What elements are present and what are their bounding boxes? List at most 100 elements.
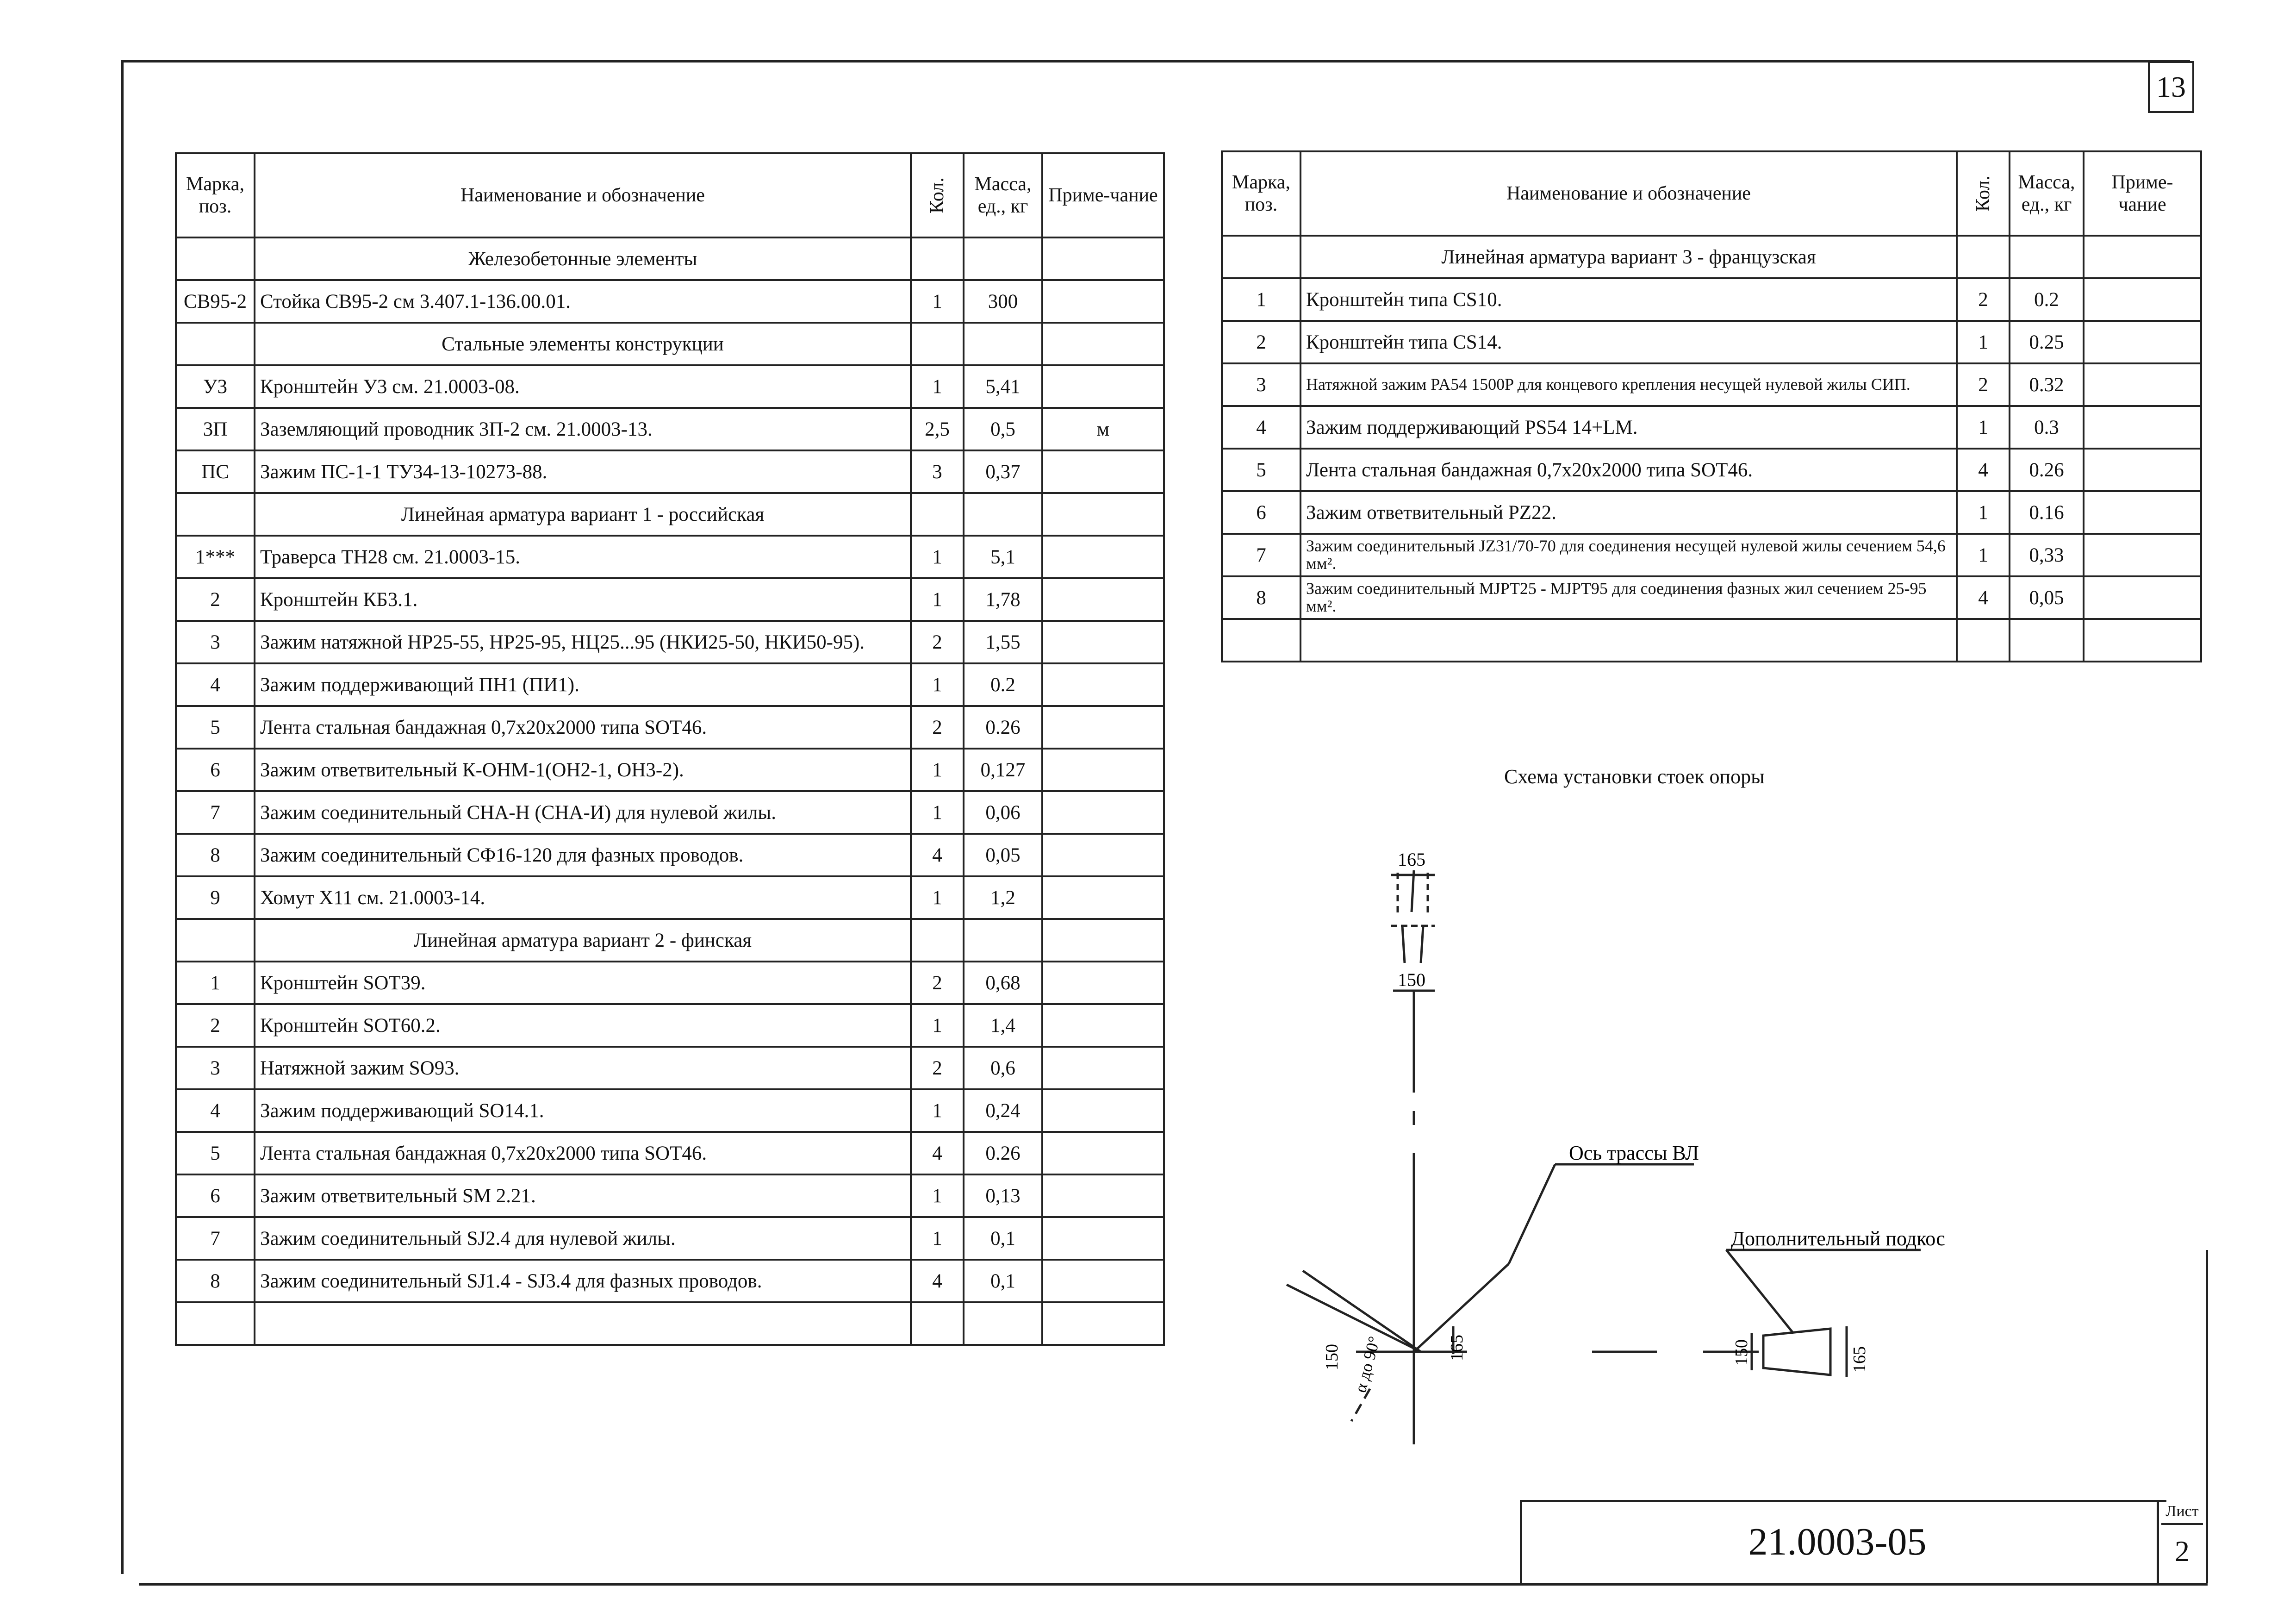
cell-note (1041, 535, 1165, 579)
cell-qty (910, 237, 964, 281)
spec-table-right: Марка, поз. Наименование и обозначение К… (1221, 150, 2202, 662)
cell-qty: 4 (910, 1259, 964, 1303)
cell-name: Натяжной зажим PA54 1500P для концевого … (1300, 362, 1958, 407)
cell-mass: 0.3 (2009, 405, 2084, 450)
pole-plan-bottom-l (1401, 925, 1406, 963)
cell-name: Траверса ТН28 см. 21.0003-15. (254, 535, 912, 579)
cell-mass: 1,4 (963, 1003, 1043, 1048)
header-qty: Кол. (910, 152, 964, 238)
cell-note (2083, 448, 2202, 492)
cell-note (1041, 705, 1165, 750)
cell-note (1041, 1216, 1165, 1261)
cell-mass: 0,127 (963, 748, 1043, 792)
cell-name: Кронштейн типа CS14. (1300, 320, 1958, 364)
section-row: Линейная арматура вариант 1 - российская (175, 492, 1165, 537)
cell-mark: 5 (175, 1131, 255, 1175)
sheet-page-number: 2 (2175, 1535, 2190, 1568)
header-mass: Масса, ед., кг (963, 152, 1043, 238)
cell-qty: 4 (1956, 575, 2010, 620)
cell-mark: 3П (175, 407, 255, 451)
cell-mark: СВ95-2 (175, 279, 255, 324)
cell-qty: 3 (910, 450, 964, 494)
cell-mass: 0,06 (963, 790, 1043, 835)
section-title: Линейная арматура вариант 3 - французска… (1300, 235, 1958, 279)
cell-note (2083, 575, 2202, 620)
cell-note (1041, 748, 1165, 792)
cell-qty: 2 (910, 620, 964, 664)
cell-note (1041, 577, 1165, 622)
cell-name: Зажим натяжной НР25-55, НР25-95, НЦ25...… (254, 620, 912, 664)
cell-note (1041, 1301, 1165, 1346)
cell-qty: 1 (910, 535, 964, 579)
frame-right (2206, 1250, 2208, 1583)
cell-note (1041, 492, 1165, 537)
cell-mass: 1,2 (963, 875, 1043, 920)
cell-qty: 1 (910, 279, 964, 324)
cell-qty (1956, 618, 2010, 662)
cell-name: Лента стальная бандажная 0,7х20х2000 тип… (254, 1131, 912, 1175)
cell-qty: 1 (1956, 320, 2010, 364)
cell-mark (175, 918, 255, 962)
cell-qty (910, 322, 964, 366)
cell-mass: 1,78 (963, 577, 1043, 622)
section-title: Железобетонные элементы (254, 237, 912, 281)
cell-qty (910, 1301, 964, 1346)
cell-mass: 5,41 (963, 364, 1043, 409)
dim-165-center-label: 165 (1447, 1335, 1467, 1361)
cell-mass (963, 237, 1043, 281)
cell-mass (963, 322, 1043, 366)
cell-qty: 4 (910, 1131, 964, 1175)
cell-mass: 0,33 (2009, 533, 2084, 577)
header-mark: Марка, поз. (175, 152, 255, 238)
cell-name: Хомут Х11 см. 21.0003-14. (254, 875, 912, 920)
cell-note (1041, 662, 1165, 707)
cell-mass (2009, 618, 2084, 662)
cell-qty: 1 (910, 662, 964, 707)
cell-mass: 0.26 (2009, 448, 2084, 492)
cell-note (1041, 279, 1165, 324)
table-row (175, 1301, 1165, 1346)
header-note: Приме-чание (2083, 150, 2202, 237)
cell-note (2083, 618, 2202, 662)
cell-mass: 0,13 (963, 1174, 1043, 1218)
cell-mass: 0,1 (963, 1216, 1043, 1261)
cell-mark: 2 (175, 577, 255, 622)
cell-name: Зажим соединительный СФ16-120 для фазных… (254, 833, 912, 877)
cell-qty: 1 (910, 790, 964, 835)
cell-mark: 5 (175, 705, 255, 750)
cell-note (1041, 790, 1165, 835)
cell-name: Кронштейн SOT60.2. (254, 1003, 912, 1048)
cell-mass: 0.26 (963, 705, 1043, 750)
header-mark: Марка, поз. (1221, 150, 1301, 237)
cell-mark: 3 (175, 1046, 255, 1090)
cell-mass (963, 1301, 1043, 1346)
angle-arc (1350, 1388, 1371, 1422)
cell-qty: 4 (1956, 448, 2010, 492)
cell-qty: 4 (910, 833, 964, 877)
cell-note (1041, 620, 1165, 664)
cell-qty: 1 (910, 364, 964, 409)
cell-mark (1221, 618, 1301, 662)
table-row (1221, 618, 2202, 662)
cell-name: Зажим ответвительный SM 2.21. (254, 1174, 912, 1218)
cell-mark: 2 (175, 1003, 255, 1048)
cell-name: Зажим соединительный SJ1.4 - SJ3.4 для ф… (254, 1259, 912, 1303)
cell-mark: 1 (175, 961, 255, 1005)
cell-note (1041, 450, 1165, 494)
cell-mark: 7 (1221, 533, 1301, 577)
cell-mark: 3 (175, 620, 255, 664)
cell-qty: 2,5 (910, 407, 964, 451)
cell-mark: 4 (175, 662, 255, 707)
cell-qty: 1 (1956, 405, 2010, 450)
cell-name: Кронштейн У3 см. 21.0003-08. (254, 364, 912, 409)
cell-qty: 1 (1956, 490, 2010, 535)
cell-note (1041, 1046, 1165, 1090)
cell-mass: 0,6 (963, 1046, 1043, 1090)
cell-note (2083, 490, 2202, 535)
